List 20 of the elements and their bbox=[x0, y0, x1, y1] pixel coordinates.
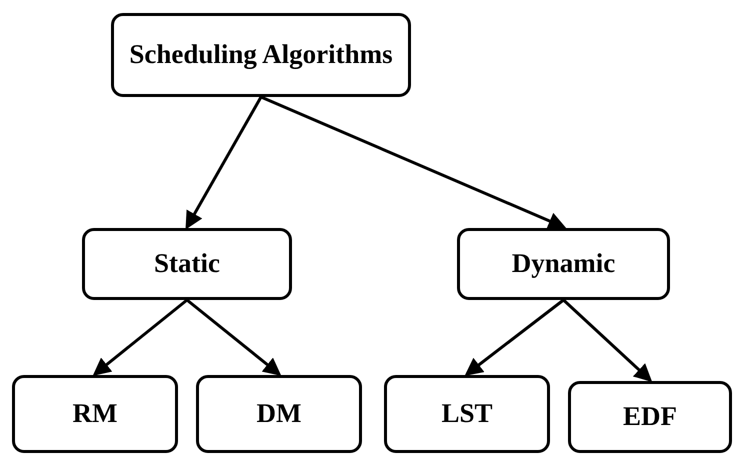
arrow bbox=[186, 298, 282, 376]
node-box bbox=[196, 375, 362, 453]
arrow bbox=[186, 96, 262, 230]
arrow bbox=[260, 96, 566, 230]
arrow bbox=[464, 298, 564, 376]
node-label: Static bbox=[154, 247, 220, 280]
node-label: EDF bbox=[623, 400, 677, 434]
node-box bbox=[111, 13, 411, 97]
node-box bbox=[457, 228, 670, 300]
node-label: DM bbox=[256, 397, 302, 430]
node-box bbox=[12, 375, 178, 453]
node-box bbox=[384, 375, 550, 453]
node-label: Dynamic bbox=[512, 247, 616, 280]
node-box bbox=[82, 228, 292, 300]
node-label: LST bbox=[441, 397, 493, 430]
node-label: Scheduling Algorithms bbox=[129, 38, 393, 72]
arrow bbox=[562, 298, 652, 382]
node-box bbox=[568, 381, 732, 453]
arrow bbox=[92, 298, 188, 376]
node-label: RM bbox=[72, 397, 118, 430]
